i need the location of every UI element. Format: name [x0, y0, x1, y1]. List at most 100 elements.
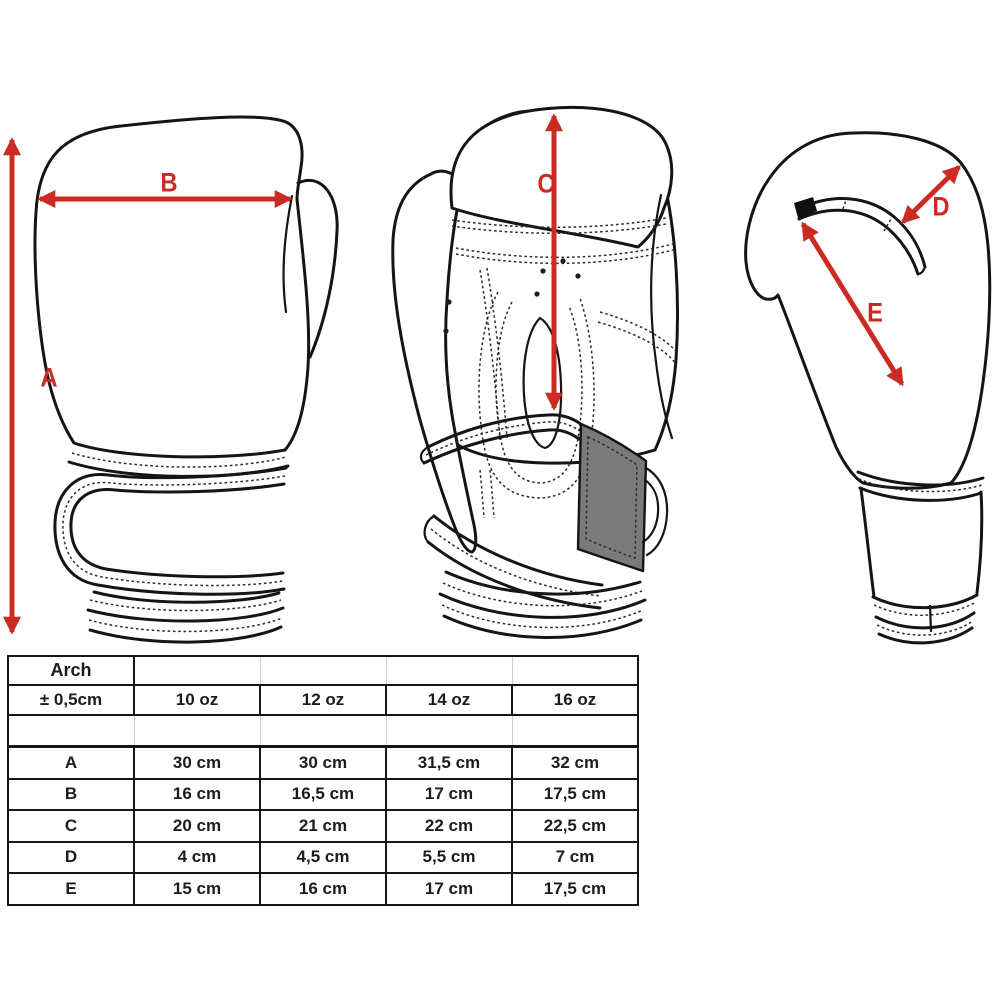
- empty-cell: [133, 714, 261, 748]
- measurement-cell: 22 cm: [385, 809, 513, 843]
- empty-cell: [385, 655, 513, 686]
- measurement-cell: 30 cm: [133, 745, 261, 780]
- diagonal-strap-edge: [432, 514, 604, 587]
- palm-right-seam: [650, 193, 674, 440]
- empty-cell: [259, 655, 387, 686]
- empty-cell: [385, 714, 513, 748]
- measurement-cell: 7 cm: [511, 840, 639, 874]
- thumb-web-stitch: [486, 267, 508, 439]
- empty-cell: [133, 655, 261, 686]
- cuff-divider: [928, 604, 933, 633]
- measurement-cell: 17,5 cm: [511, 872, 639, 906]
- cuff-band-edge: [856, 470, 985, 487]
- grip-stitch-line: [489, 469, 495, 519]
- size-header-cell: 12 oz: [259, 684, 387, 716]
- tolerance-cell: ± 0,5cm: [7, 684, 135, 716]
- dimension-label-cell: E: [7, 872, 135, 906]
- measurement-cell: 17,5 cm: [511, 777, 639, 811]
- cuff-ring-edge: [444, 570, 642, 596]
- cuff-ring-stitch: [873, 601, 977, 616]
- measurement-cell: 17 cm: [385, 777, 513, 811]
- wrist-band-turn: [419, 445, 430, 465]
- dimension-label-cell: C: [7, 809, 135, 843]
- diagonal-strap-turn: [423, 514, 436, 544]
- cuff-ring-edge: [877, 626, 974, 645]
- size-header-cell: 14 oz: [385, 684, 513, 716]
- measurement-arrow-d: [901, 165, 961, 224]
- thumb-inner-seam: [282, 194, 294, 314]
- glove-side-view: [744, 131, 992, 645]
- strap-loop-inner: [641, 478, 660, 544]
- cuff-stitch-line: [858, 478, 983, 493]
- table-row-arch: Arch: [7, 655, 639, 686]
- dimension-letter-e: E: [867, 297, 883, 328]
- table-row-dimension: B 16 cm 16,5 cm 17 cm 17,5 cm: [7, 777, 639, 811]
- measurement-cell: 4 cm: [133, 840, 261, 874]
- dimension-label-cell: A: [7, 745, 135, 780]
- cuff-ring-edge: [88, 625, 283, 644]
- size-table: Arch ± 0,5cm 10 oz 12 oz 14 oz 16 oz A 3…: [7, 655, 639, 906]
- measurement-cell: 32 cm: [511, 745, 639, 780]
- palm-stitch: [597, 321, 677, 365]
- measurement-cell: 16 cm: [259, 872, 387, 906]
- arch-header-cell: Arch: [7, 655, 135, 686]
- opening-stitch-tick: [842, 196, 848, 210]
- size-header-cell: 10 oz: [133, 684, 261, 716]
- wrist-strap-outer: [53, 466, 288, 596]
- cuff-ring-edge: [438, 592, 647, 619]
- velcro-patch: [576, 422, 648, 573]
- wrist-band-stitch: [425, 421, 581, 456]
- dimension-letter-d: D: [932, 191, 950, 222]
- dimension-label-cell: D: [7, 840, 135, 874]
- grip-stitch-line: [479, 469, 485, 519]
- table-row-dimension: E 15 cm 16 cm 17 cm 17,5 cm: [7, 872, 639, 906]
- cuff-ring-edge: [871, 593, 979, 610]
- glove-diagram-canvas: [3, 105, 992, 645]
- empty-cell: [7, 714, 135, 748]
- glove-back-view: [3, 115, 339, 644]
- cuff-band-edge: [858, 486, 983, 502]
- cuff-ring-stitch: [442, 582, 643, 607]
- cuff-side: [859, 487, 876, 599]
- cuff-side: [975, 490, 984, 595]
- dimension-letter-a: A: [40, 362, 58, 393]
- table-row-spacer: [7, 714, 639, 748]
- palm-stitch: [599, 311, 679, 355]
- measurement-cell: 16 cm: [133, 777, 261, 811]
- hand-opening-upper: [799, 197, 927, 269]
- size-header-cell: 16 oz: [511, 684, 639, 716]
- wrist-strap-stitch: [62, 475, 286, 587]
- cuff-ring-edge: [86, 606, 285, 623]
- empty-cell: [259, 714, 387, 748]
- measurement-cell: 16,5 cm: [259, 777, 387, 811]
- wrist-band-edge: [426, 413, 584, 449]
- cuff-ring-stitch: [876, 620, 974, 636]
- dimension-label-cell: B: [7, 777, 135, 811]
- thumb-outline: [296, 179, 339, 359]
- table-row-sizes: ± 0,5cm 10 oz 12 oz 14 oz 16 oz: [7, 684, 639, 716]
- measurement-cell: 21 cm: [259, 809, 387, 843]
- measurement-cell: 22,5 cm: [511, 809, 639, 843]
- cuff-ring-edge: [874, 611, 976, 630]
- empty-cell: [511, 714, 639, 748]
- table-row-dimension: A 30 cm 30 cm 31,5 cm 32 cm: [7, 745, 639, 780]
- measurement-cell: 5,5 cm: [385, 840, 513, 874]
- palm-stitch: [455, 249, 674, 265]
- grip-stitch-loop: [478, 291, 595, 499]
- glove-palm-view: [391, 105, 679, 640]
- cuff-ring-edge: [92, 590, 281, 604]
- cuff-ring-stitch: [89, 599, 282, 612]
- thumb-web-stitch: [479, 269, 501, 441]
- diagonal-strap-stitch: [430, 528, 602, 597]
- measurement-cell: 4,5 cm: [259, 840, 387, 874]
- cuff-ring-stitch: [441, 604, 644, 629]
- strap-loop: [644, 466, 669, 557]
- measurement-cell: 17 cm: [385, 872, 513, 906]
- measurement-cell: 20 cm: [133, 809, 261, 843]
- cuff-ring-edge: [442, 614, 643, 640]
- measurement-cell: 15 cm: [133, 872, 261, 906]
- table-row-dimension: C 20 cm 21 cm 22 cm 22,5 cm: [7, 809, 639, 843]
- dimension-letter-c: C: [537, 168, 555, 199]
- wrist-strap-inner: [69, 482, 286, 579]
